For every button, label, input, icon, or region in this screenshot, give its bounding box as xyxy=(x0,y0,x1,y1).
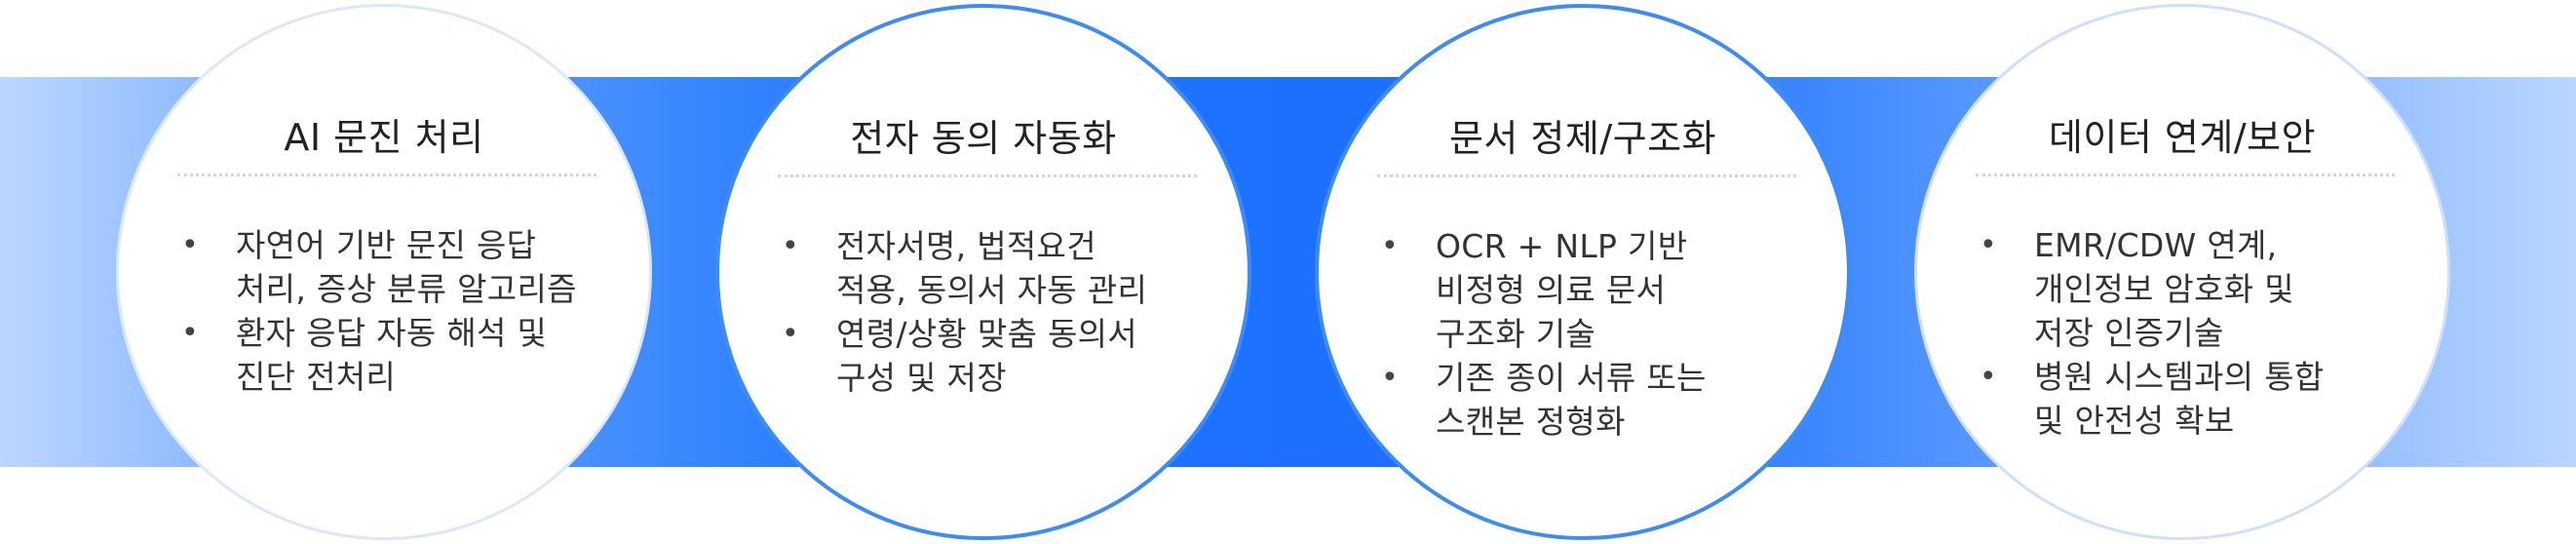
step-title: 문서 정제/구조화 xyxy=(1448,117,1717,160)
list-item: • OCR + NLP 기반 비정형 의료 문서 구조화 기술 xyxy=(1377,224,1845,356)
bullet-text: 전자서명, 법적요건 적용, 동의서 자동 관리 xyxy=(836,227,1148,309)
bullet-text: 병원 시스템과의 통합 및 안전성 확보 xyxy=(2034,358,2325,440)
list-item: • EMR/CDW 연계, 개인정보 암호화 및 저장 인증기술 xyxy=(1976,223,2443,355)
bullet-text: EMR/CDW 연계, 개인정보 암호화 및 저장 인증기술 xyxy=(2034,226,2294,352)
step-circle-e-consent: 전자 동의 자동화 • 전자서명, 법적요건 적용, 동의서 자동 관리 • 연령/… xyxy=(715,4,1251,540)
bullet-text: OCR + NLP 기반 비정형 의료 문서 구조화 기술 xyxy=(1436,227,1688,353)
step-title: 데이터 연계/보안 xyxy=(2048,116,2317,159)
bullet-dot-icon: • xyxy=(1381,229,1399,263)
list-item: • 전자서명, 법적요건 적용, 동의서 자동 관리 xyxy=(778,224,1246,312)
step-circle-document-structuring: 문서 정제/구조화 • OCR + NLP 기반 비정형 의료 문서 구조화 기술… xyxy=(1315,4,1851,540)
list-item: • 연령/상황 맞춤 동의서 구성 및 저장 xyxy=(778,312,1246,400)
bullet-text: 기존 종이 서류 또는 스캔본 정형화 xyxy=(1436,359,1707,441)
step-title: 전자 동의 자동화 xyxy=(850,117,1117,160)
step-circle-ai-intake: AI 문진 처리 • 자연어 기반 문진 응답 처리, 증상 분류 알고리즘 • 환… xyxy=(116,4,652,540)
bullet-dot-icon: • xyxy=(782,229,799,263)
bullet-text: 환자 응답 자동 해석 및 진단 전처리 xyxy=(236,314,548,396)
dotted-divider xyxy=(177,174,596,176)
dotted-divider xyxy=(1377,175,1796,177)
bullet-dot-icon: • xyxy=(181,316,199,350)
dotted-divider xyxy=(778,175,1197,177)
bullet-text: 연령/상황 맞춤 동의서 구성 및 저장 xyxy=(836,315,1137,397)
step-circle-data-security: 데이터 연계/보안 • EMR/CDW 연계, 개인정보 암호화 및 저장 인증기… xyxy=(1914,4,2450,540)
list-item: • 기존 종이 서류 또는 스캔본 정형화 xyxy=(1377,356,1845,444)
step-bullet-list: • OCR + NLP 기반 비정형 의료 문서 구조화 기술 • 기존 종이 서류… xyxy=(1377,224,1845,444)
step-title: AI 문진 처리 xyxy=(284,116,484,159)
bullet-dot-icon: • xyxy=(1381,361,1399,395)
list-item: • 자연어 기반 문진 응답 처리, 증상 분류 알고리즘 xyxy=(177,223,645,311)
bullet-dot-icon: • xyxy=(782,317,799,351)
list-item: • 환자 응답 자동 해석 및 진단 전처리 xyxy=(177,311,645,399)
bullet-dot-icon: • xyxy=(181,228,199,262)
dotted-divider xyxy=(1976,174,2395,176)
bullet-dot-icon: • xyxy=(1980,360,1997,394)
step-bullet-list: • 전자서명, 법적요건 적용, 동의서 자동 관리 • 연령/상황 맞춤 동의서 … xyxy=(778,224,1246,400)
bullet-dot-icon: • xyxy=(1980,228,1997,262)
step-bullet-list: • 자연어 기반 문진 응답 처리, 증상 분류 알고리즘 • 환자 응답 자동 해… xyxy=(177,223,645,399)
bullet-text: 자연어 기반 문진 응답 처리, 증상 분류 알고리즘 xyxy=(236,226,577,308)
step-bullet-list: • EMR/CDW 연계, 개인정보 암호화 및 저장 인증기술 • 병원 시스템과… xyxy=(1976,223,2443,443)
list-item: • 병원 시스템과의 통합 및 안전성 확보 xyxy=(1976,355,2443,443)
